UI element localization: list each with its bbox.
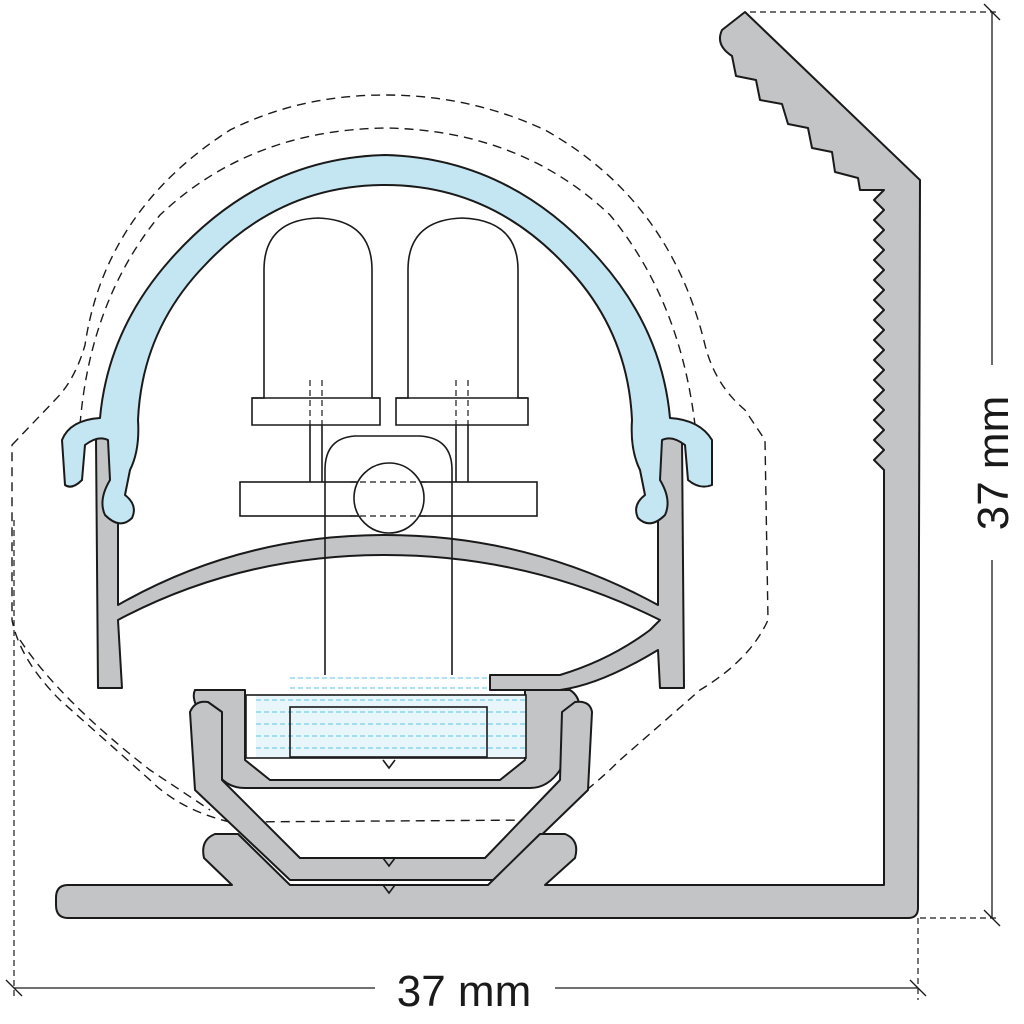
- channel-inner: [245, 694, 527, 759]
- mounting-post: [324, 435, 453, 675]
- led-bulb-right: [395, 217, 529, 426]
- diffuser-cover: [61, 154, 713, 525]
- corner-bracket: [55, 11, 921, 919]
- led-bulb-left: [251, 217, 381, 426]
- height-dimension-label: 37 mm: [969, 396, 1018, 530]
- led-leads: [309, 380, 469, 482]
- width-dimension-label: 37 mm: [397, 967, 531, 1016]
- width-dimension: [5, 520, 927, 1000]
- screw-hole: [353, 462, 425, 534]
- notch-upper: [382, 759, 396, 770]
- height-dimension: [750, 3, 1001, 927]
- lower-clearance-outline: [19, 639, 211, 811]
- mounting-clip: [189, 700, 593, 881]
- outer-clearance-outline: [11, 94, 769, 823]
- notch-lower: [382, 884, 396, 895]
- encapsulation-fill: [256, 677, 526, 757]
- led-strip: [289, 706, 488, 758]
- notch-middle: [382, 857, 396, 868]
